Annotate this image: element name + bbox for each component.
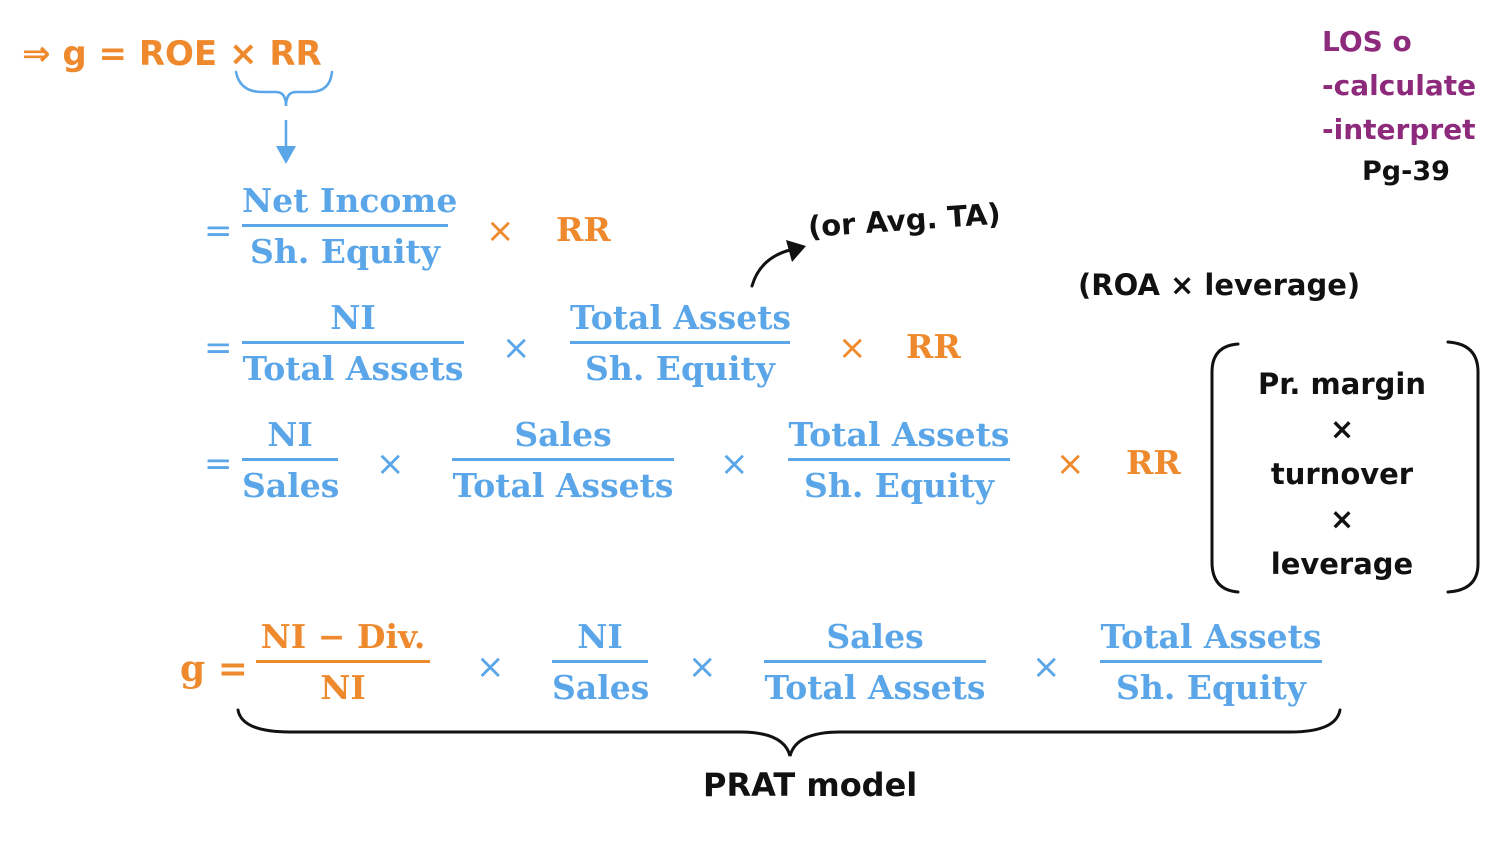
growth-formula: g = ROE × RR	[62, 34, 322, 74]
fraction-numerator: NI	[330, 298, 376, 337]
fraction-numerator: Sales	[514, 415, 612, 454]
fraction-denominator: Sh. Equity	[1116, 668, 1306, 707]
fraction-bar	[452, 458, 674, 461]
times-sign: ×	[486, 211, 515, 251]
retention-ratio: RR	[1126, 443, 1181, 482]
retention-ratio: RR	[556, 210, 611, 249]
retention-ratio: RR	[906, 327, 961, 366]
equals-sign: =	[204, 211, 233, 251]
fraction-numerator: Total Assets	[788, 415, 1010, 454]
leverage-fraction: Total Assets Sh. Equity	[788, 416, 1010, 505]
fraction-denominator: Total Assets	[452, 466, 674, 505]
turnover-fraction: Sales Total Assets	[764, 618, 986, 707]
fraction-numerator: Total Assets	[1100, 617, 1322, 656]
roa-leverage-note: (ROA × leverage)	[1078, 268, 1361, 302]
dupont-components: Pr. margin × turnover × leverage	[1222, 362, 1462, 587]
fraction-bar	[570, 341, 790, 344]
profit-margin-fraction: NI Sales	[242, 415, 340, 505]
page-reference: Pg-39	[1362, 156, 1450, 187]
times-sign: ×	[688, 647, 717, 687]
los-note: LOS o -calculate -interpret	[1322, 20, 1476, 152]
leverage-label: leverage	[1270, 547, 1414, 581]
times-sign: ×	[502, 328, 531, 368]
header-formula: ⇒ g = ROE × RR	[22, 34, 322, 74]
fraction-denominator: Sh. Equity	[585, 349, 775, 388]
times-sign: ×	[838, 328, 867, 368]
prat-model-label: PRAT model	[703, 766, 918, 804]
roa-fraction: NI Total Assets	[242, 299, 464, 388]
profit-margin-label: Pr. margin	[1258, 367, 1426, 401]
profit-margin-fraction: NI Sales	[552, 617, 650, 707]
los-interpret: -interpret	[1322, 113, 1476, 146]
fraction-bar	[256, 660, 430, 663]
prat-underbrace	[236, 708, 1342, 757]
times-sign: ×	[1056, 444, 1085, 484]
fraction-denominator: NI	[320, 668, 366, 707]
fraction-numerator: NI	[267, 415, 313, 454]
fraction-numerator: NI − Div.	[260, 617, 426, 656]
left-paren	[1210, 342, 1240, 594]
avg-arrow-curve	[750, 248, 792, 288]
times-sign: ×	[376, 444, 405, 484]
times-sign: ×	[1329, 412, 1355, 446]
fraction-denominator: Sales	[242, 466, 340, 505]
fraction-denominator: Total Assets	[764, 668, 986, 707]
fraction-bar	[242, 341, 464, 344]
leverage-fraction: Total Assets Sh. Equity	[570, 298, 792, 388]
fraction-numerator: NI	[577, 617, 623, 656]
fraction-bar	[242, 458, 338, 461]
growth-lhs: g =	[180, 648, 248, 690]
times-sign: ×	[476, 647, 505, 687]
los-calculate: -calculate	[1322, 69, 1477, 102]
equals-sign: =	[204, 444, 233, 484]
fraction-numerator: Total Assets	[570, 298, 792, 337]
fraction-numerator: Sales	[826, 617, 924, 656]
turnover-label: turnover	[1270, 457, 1414, 491]
fraction-bar	[1100, 660, 1322, 663]
turnover-fraction: Sales Total Assets	[452, 416, 674, 505]
fraction-bar	[242, 224, 448, 227]
fraction-denominator: Total Assets	[242, 349, 464, 388]
fraction-denominator: Sh. Equity	[804, 466, 994, 505]
roe-fraction: Net Income Sh. Equity	[242, 181, 458, 271]
fraction-numerator: Net Income	[242, 181, 458, 220]
implies-arrow: ⇒	[22, 34, 51, 74]
times-sign: ×	[1329, 502, 1355, 536]
underbrace-stroke	[234, 70, 334, 107]
fraction-denominator: Sh. Equity	[250, 232, 440, 271]
fraction-bar	[764, 660, 986, 663]
fraction-denominator: Sales	[552, 668, 650, 707]
times-sign: ×	[720, 444, 749, 484]
equals-sign: =	[204, 328, 233, 368]
fraction-bar	[788, 458, 1010, 461]
leverage-fraction: Total Assets Sh. Equity	[1100, 618, 1322, 707]
right-paren	[1446, 340, 1480, 594]
down-arrow-head	[276, 146, 296, 164]
avg-arrow-head	[786, 240, 806, 262]
retention-fraction: NI − Div. NI	[256, 618, 430, 707]
los-title: LOS o	[1322, 25, 1412, 58]
fraction-bar	[552, 660, 648, 663]
times-sign: ×	[1032, 647, 1061, 687]
